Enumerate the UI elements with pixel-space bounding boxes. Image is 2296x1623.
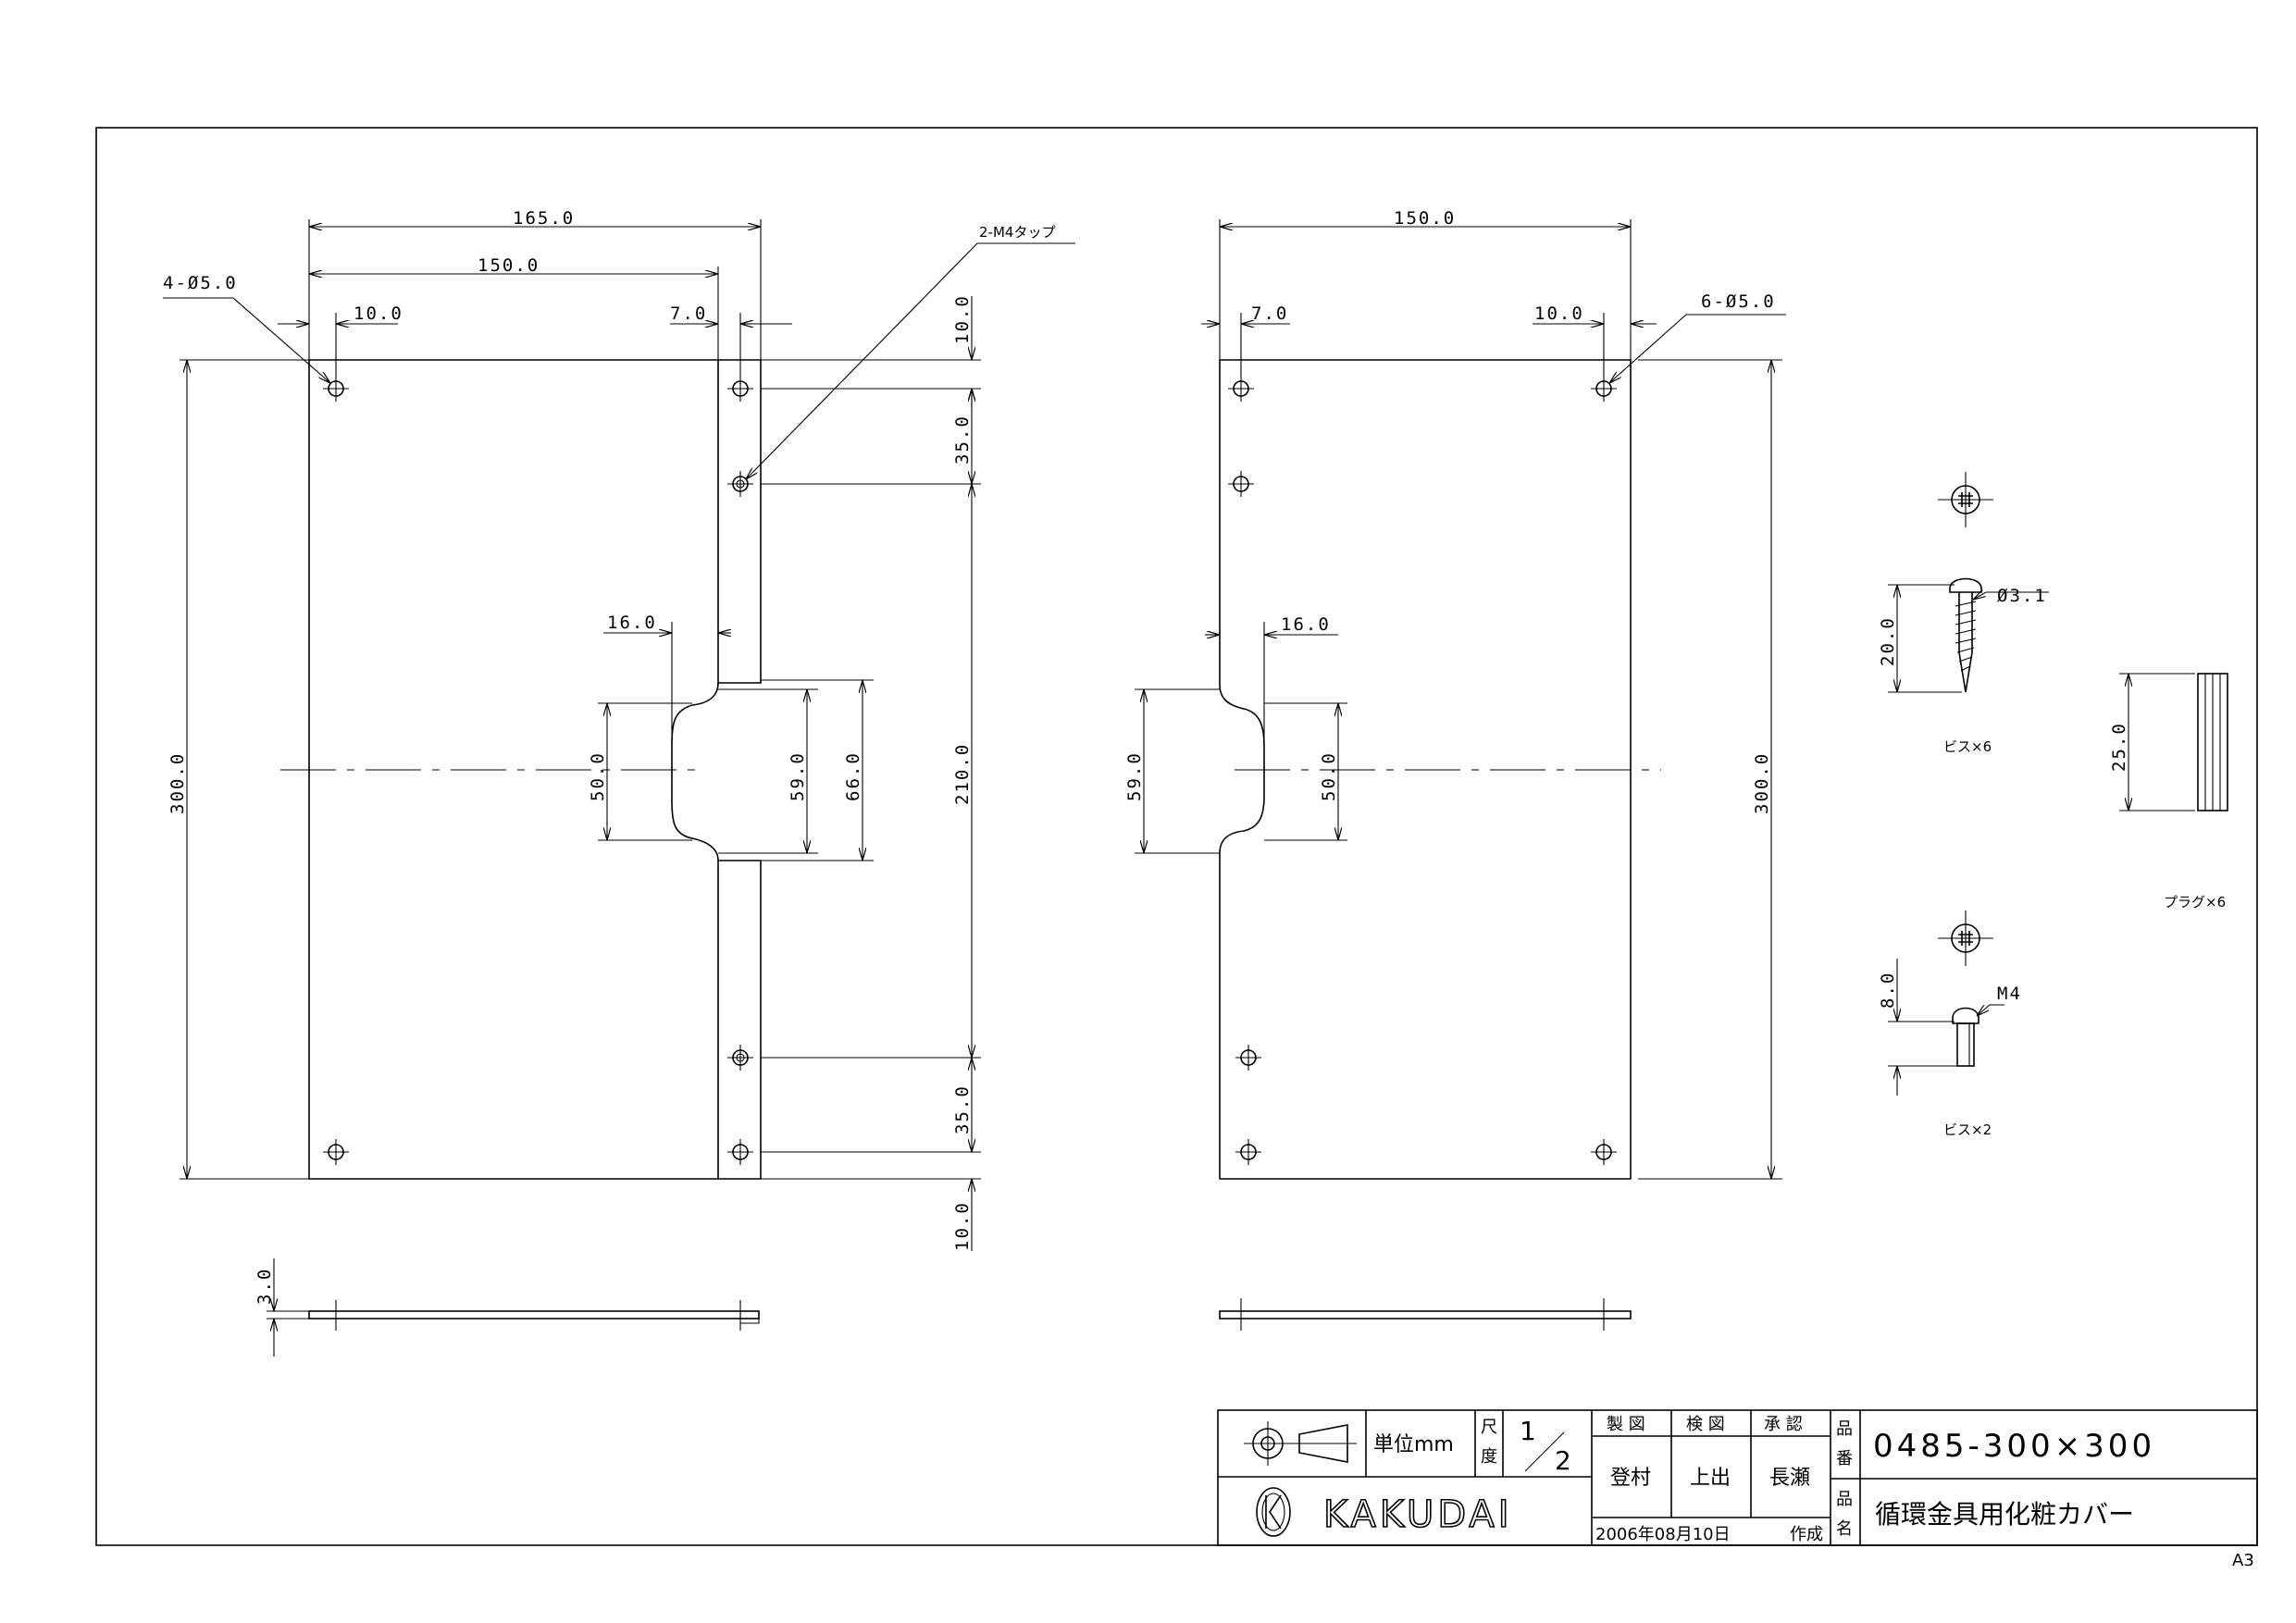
right-hole [1228, 471, 1254, 497]
dim-300-right: 300.0 [1752, 752, 1772, 814]
drawn-by: 登村 [1610, 1467, 1651, 1490]
dim-66: 66.0 [843, 751, 863, 801]
dim-10-top-right: 10.0 [952, 294, 973, 344]
part-no-label-2: 番 [1836, 1449, 1853, 1468]
left-tap-hole [727, 1045, 753, 1071]
kakudai-logo-icon: KAKUDAI [1256, 1487, 1513, 1537]
part-name-label-1: 品 [1836, 1490, 1853, 1509]
machine-screw-detail: M4 8.0 ビス×2 [1878, 911, 2022, 1138]
part-name: 循環金具用化粧カバー [1875, 1499, 2134, 1530]
company-name: KAKUDAI [1323, 1493, 1513, 1536]
part-no-label-1: 品 [1836, 1419, 1853, 1439]
dim-150-left: 150.0 [478, 255, 540, 276]
approved-label: 承 認 [1764, 1415, 1803, 1434]
label-screw-x2: ビス×2 [1943, 1121, 1992, 1138]
left-plate-view: 165.0 150.0 4-Ø5.0 10.0 7.0 2-M4タップ 10.0… [163, 208, 1075, 1357]
dim-16-right: 16.0 [1281, 614, 1331, 635]
left-hole [727, 376, 753, 402]
wood-screw-detail: Ø3.1 20.0 ビス×6 [1878, 472, 2049, 755]
created-date: 2006年08月10日 [1595, 1525, 1731, 1544]
dim-165: 165.0 [513, 208, 575, 229]
dim-300-left: 300.0 [168, 752, 188, 814]
approved-by: 長瀬 [1769, 1467, 1810, 1490]
right-side-profile [1219, 1298, 1632, 1331]
dim-59-right: 59.0 [1124, 751, 1145, 801]
left-tap-hole [727, 471, 753, 497]
dim-7-right: 7.0 [1251, 304, 1288, 324]
note-2-m4-tap: 2-M4タップ [979, 224, 1055, 241]
dim-phi-3-1: Ø3.1 [1997, 586, 2047, 606]
dim-8: 8.0 [1878, 972, 1898, 1009]
checked-label: 検 図 [1686, 1415, 1725, 1434]
right-hole [1591, 376, 1617, 402]
dim-4-phi5: 4-Ø5.0 [163, 273, 238, 293]
dim-10-right: 10.0 [1534, 304, 1584, 324]
dim-150-right: 150.0 [1394, 208, 1456, 229]
title-block: 単位mm 尺 度 1 2 製 図 検 図 承 認 登村 上出 長瀬 品 番 品 … [1217, 1409, 2258, 1546]
left-plate-outline [308, 359, 719, 1180]
dim-3: 3.0 [254, 1268, 275, 1305]
created-suffix: 作成 [1790, 1525, 1823, 1544]
dim-10-bottom: 10.0 [952, 1201, 973, 1251]
right-plate-outline [1219, 359, 1632, 1180]
dim-16-left: 16.0 [607, 613, 657, 633]
right-hole [1228, 376, 1254, 402]
scale-denominator: 2 [1555, 1445, 1571, 1476]
scale-numerator: 1 [1520, 1416, 1536, 1446]
dim-50-left: 50.0 [588, 751, 608, 801]
dim-35-top: 35.0 [952, 415, 973, 465]
dim-35-bottom: 35.0 [952, 1084, 973, 1134]
left-hole [323, 1139, 349, 1165]
right-hole [1591, 1139, 1617, 1165]
drawn-label: 製 図 [1607, 1415, 1645, 1434]
dim-50-right: 50.0 [1319, 751, 1339, 801]
left-plate-flange [718, 359, 762, 1180]
sheet-size-label: A3 [2232, 1551, 2254, 1570]
label-screw-x6: ビス×6 [1943, 738, 1992, 755]
right-plate-view: 150.0 7.0 10.0 6-Ø5.0 16.0 59.0 50.0 [1124, 208, 1786, 1331]
right-hole [1235, 1139, 1261, 1165]
sheet-border [95, 127, 2258, 1546]
dim-m4: M4 [1997, 984, 2022, 1004]
dim-20: 20.0 [1878, 616, 1898, 666]
dim-7-left: 7.0 [670, 304, 707, 324]
dim-59-left: 59.0 [788, 751, 808, 801]
projection-symbol-icon [1244, 1421, 1357, 1466]
plug-detail: 25.0 プラグ×6 [2109, 673, 2228, 911]
unit-label: 単位mm [1373, 1433, 1454, 1456]
left-side-profile: 3.0 [254, 1258, 760, 1357]
left-hole [323, 376, 349, 402]
label-plug-x6: プラグ×6 [2164, 894, 2226, 911]
right-hole [1235, 1045, 1261, 1071]
checked-by: 上出 [1690, 1467, 1731, 1490]
part-number: 0485-300×300 [1873, 1428, 2155, 1465]
part-name-label-2: 名 [1836, 1519, 1853, 1539]
scale-label-1: 尺 [1481, 1418, 1497, 1437]
left-hole [727, 1139, 753, 1165]
scale-label-2: 度 [1481, 1447, 1497, 1467]
dim-25: 25.0 [2109, 722, 2129, 772]
dim-10-left: 10.0 [354, 304, 403, 324]
dim-6-phi5: 6-Ø5.0 [1701, 291, 1776, 312]
dim-210: 210.0 [952, 743, 973, 805]
